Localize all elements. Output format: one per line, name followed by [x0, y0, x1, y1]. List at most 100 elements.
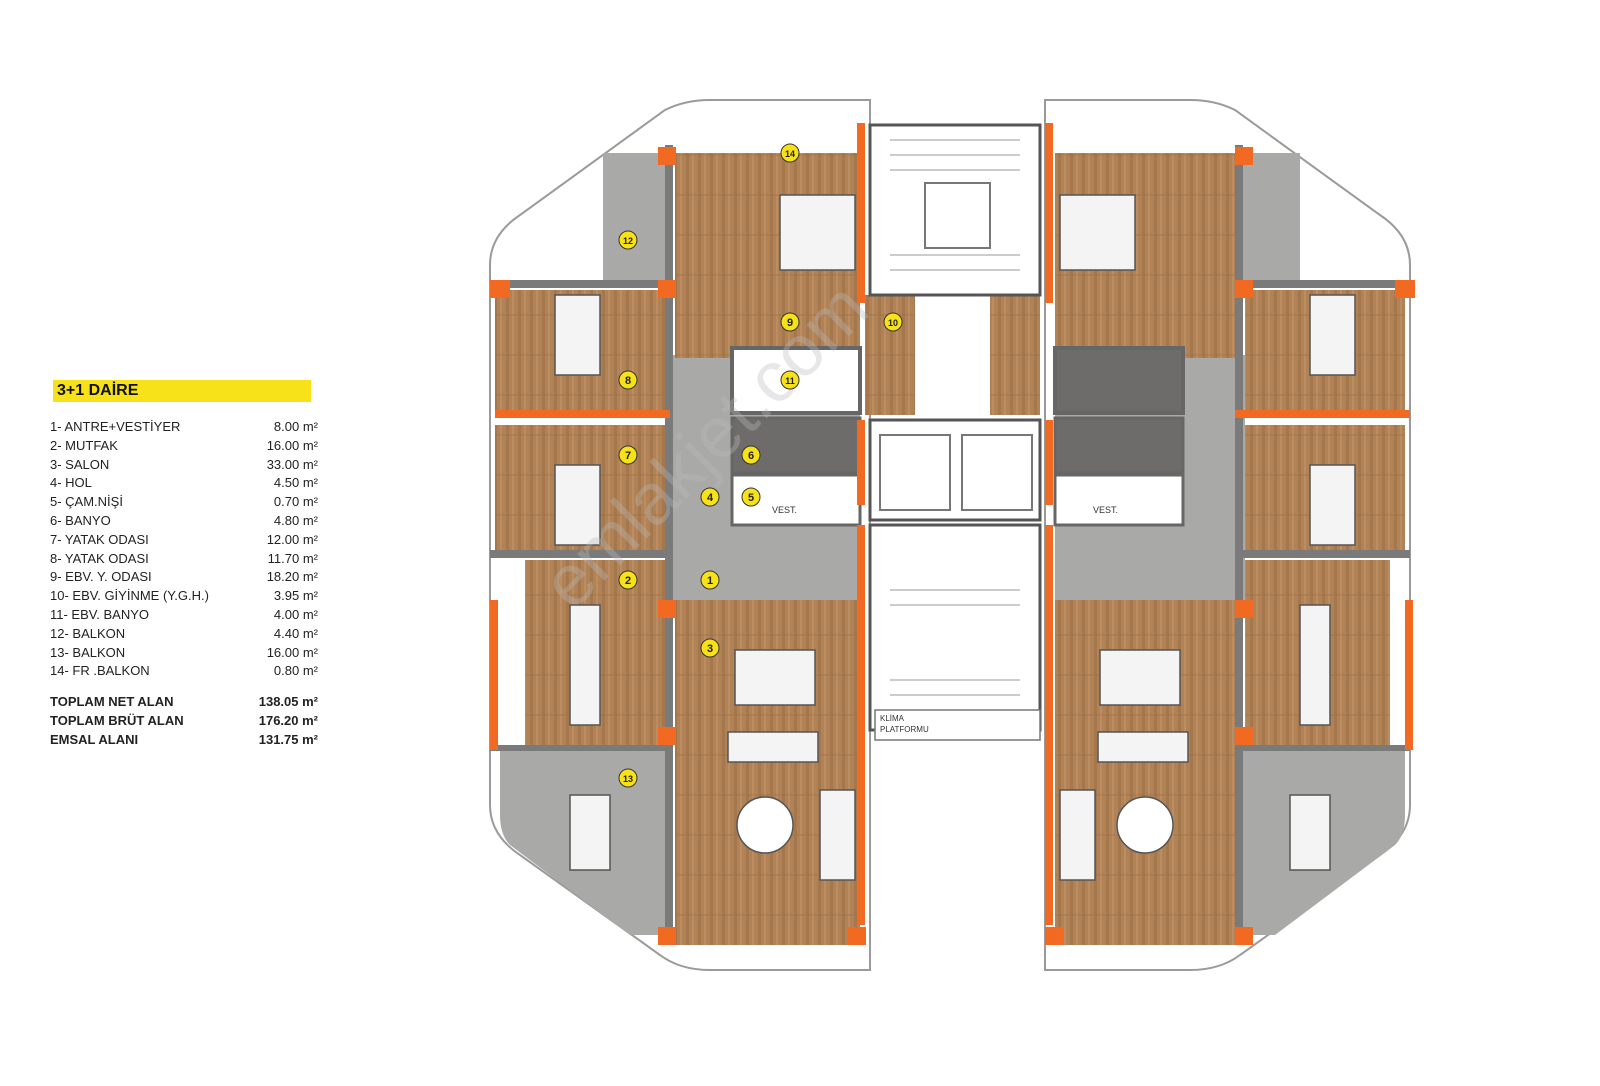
balcony-12-left	[603, 153, 665, 280]
marker-1-circle	[700, 570, 720, 590]
room-label: 10- EBV. GİYİNME (Y.G.H.)	[50, 588, 209, 604]
room-row: 6- BANYO 4.80 m²	[50, 512, 318, 531]
room-10-right	[990, 295, 1040, 415]
room-area: 18.20 m²	[266, 569, 318, 585]
marker-8-circle	[618, 370, 638, 390]
bath-6-right	[1053, 416, 1185, 475]
marker-4-label: 4	[707, 492, 714, 504]
room-area: 0.70 m²	[273, 494, 318, 510]
room-row: 10- EBV. GİYİNME (Y.G.H.) 3.95 m²	[50, 587, 318, 606]
room-area: 8.00 m²	[273, 419, 318, 434]
marker-6-circle	[741, 445, 761, 465]
room-label: 13- BALKON	[50, 644, 126, 660]
klima-label-2: PLATFORMU	[880, 725, 929, 734]
room-label: 12- BALKON	[50, 625, 126, 641]
room-row: 1- ANTRE+VESTİYER 8.00 m²	[50, 418, 318, 437]
room-label: 5- ÇAM.NİŞİ	[50, 494, 123, 510]
marker-9-label: 9	[787, 317, 793, 329]
round-table-right	[1116, 796, 1174, 854]
bath-11-right	[1053, 346, 1185, 415]
area-legend: 3+1 DAİRE 1- ANTRE+VESTİYER 8.00 m² 2- MUT…	[50, 380, 318, 750]
round-table-left	[736, 796, 794, 854]
total-area: 138.05 m²	[258, 694, 318, 710]
room-label: 8- YATAK ODASI	[50, 550, 149, 566]
room-row: 7- YATAK ODASI 12.00 m²	[50, 531, 318, 550]
marker-3-label: 3	[707, 643, 713, 655]
marker-2-circle	[618, 570, 638, 590]
elevator-2	[961, 434, 1033, 511]
marker-2-label: 2	[625, 575, 631, 587]
room-label: 6- BANYO	[50, 512, 111, 528]
room-area: 4.80 m²	[273, 512, 318, 528]
floor-plan: emlakjet.com VEST. VEST. KLİMA PLATFORMU…	[489, 99, 1415, 971]
room-label: 4- HOL	[50, 475, 92, 491]
room-label: 1- ANTRE+VESTİYER	[50, 419, 181, 434]
room-area: 16.00 m²	[266, 644, 318, 660]
marker-4-circle	[700, 487, 720, 507]
marker-7-label: 7	[625, 450, 631, 462]
total-row: EMSAL ALANI 131.75 m²	[50, 731, 318, 750]
marker-5-circle	[741, 487, 761, 507]
room-area: 4.50 m²	[273, 475, 318, 491]
marker-12-label: 12	[623, 236, 633, 246]
marker-11-label: 11	[785, 376, 795, 386]
room-row: 9- EBV. Y. ODASI 18.20 m²	[50, 568, 318, 587]
room-label: 7- YATAK ODASI	[50, 531, 149, 547]
room-area: 4.40 m²	[273, 625, 318, 641]
stair-bottom	[868, 523, 1042, 732]
room-list: 1- ANTRE+VESTİYER 8.00 m² 2- MUTFAK 16.00 m…	[50, 418, 318, 681]
stair-landing	[924, 182, 991, 249]
marker-13-circle	[618, 768, 638, 788]
room-row: 3- SALON 33.00 m²	[50, 456, 318, 475]
total-area: 176.20 m²	[258, 712, 318, 728]
total-row: TOPLAM NET ALAN 138.05 m²	[50, 693, 318, 712]
legend-title: 3+1 DAİRE	[53, 380, 311, 402]
room-area: 16.00 m²	[266, 437, 318, 453]
room-row: 5- ÇAM.NİŞİ 0.70 m²	[50, 493, 318, 512]
total-area: 131.75 m²	[258, 731, 318, 747]
room-row: 11- EBV. BANYO 4.00 m²	[50, 606, 318, 625]
vest-right-box	[1053, 473, 1185, 527]
totals-list: TOPLAM NET ALAN 138.05 m² TOPLAM BRÜT ALAN…	[50, 693, 318, 749]
room-area: 3.95 m²	[273, 588, 318, 604]
room-row: 2- MUTFAK 16.00 m²	[50, 437, 318, 456]
room-label: 9- EBV. Y. ODASI	[50, 569, 152, 585]
room-row: 8- YATAK ODASI 11.70 m²	[50, 550, 318, 569]
vest-right-label: VEST.	[1093, 505, 1118, 515]
room-label: 11- EBV. BANYO	[50, 606, 149, 622]
marker-8-label: 8	[625, 375, 631, 387]
marker-5-label: 5	[748, 492, 754, 504]
furniture	[554, 194, 1356, 881]
total-label: TOPLAM BRÜT ALAN	[50, 712, 184, 728]
room-label: 2- MUTFAK	[50, 437, 118, 453]
structural-columns	[490, 123, 1415, 945]
total-label: TOPLAM NET ALAN	[50, 694, 174, 710]
total-label: EMSAL ALANI	[50, 731, 139, 747]
balcony-12-right	[1240, 153, 1300, 280]
room-area: 0.80 m²	[273, 663, 318, 679]
room-area: 11.70 m²	[267, 550, 318, 566]
room-row: 12- BALKON 4.40 m²	[50, 625, 318, 644]
room-area: 4.00 m²	[273, 606, 318, 622]
marker-13-label: 13	[623, 774, 633, 784]
klima-label-1: KLİMA	[880, 714, 905, 723]
room-row: 13- BALKON 16.00 m²	[50, 644, 318, 663]
room-area: 33.00 m²	[266, 456, 318, 472]
room-row: 4- HOL 4.50 m²	[50, 474, 318, 493]
room-label: 14- FR .BALKON	[50, 663, 150, 679]
marker-6-label: 6	[748, 450, 754, 462]
marker-1-label: 1	[707, 575, 713, 587]
marker-14-circle	[780, 143, 800, 163]
marker-12-circle	[618, 230, 638, 250]
marker-10-circle	[883, 312, 903, 332]
room-label: 3- SALON	[50, 456, 110, 472]
marker-10-label: 10	[888, 318, 898, 328]
total-row: TOPLAM BRÜT ALAN 176.20 m²	[50, 712, 318, 731]
marker-9-circle	[780, 312, 800, 332]
marker-14-label: 14	[785, 149, 795, 159]
klima-platform	[874, 709, 1041, 741]
marker-11-circle	[780, 370, 800, 390]
marker-7-circle	[618, 445, 638, 465]
vest-left-label: VEST.	[772, 505, 797, 515]
room-area: 12.00 m²	[266, 531, 318, 547]
